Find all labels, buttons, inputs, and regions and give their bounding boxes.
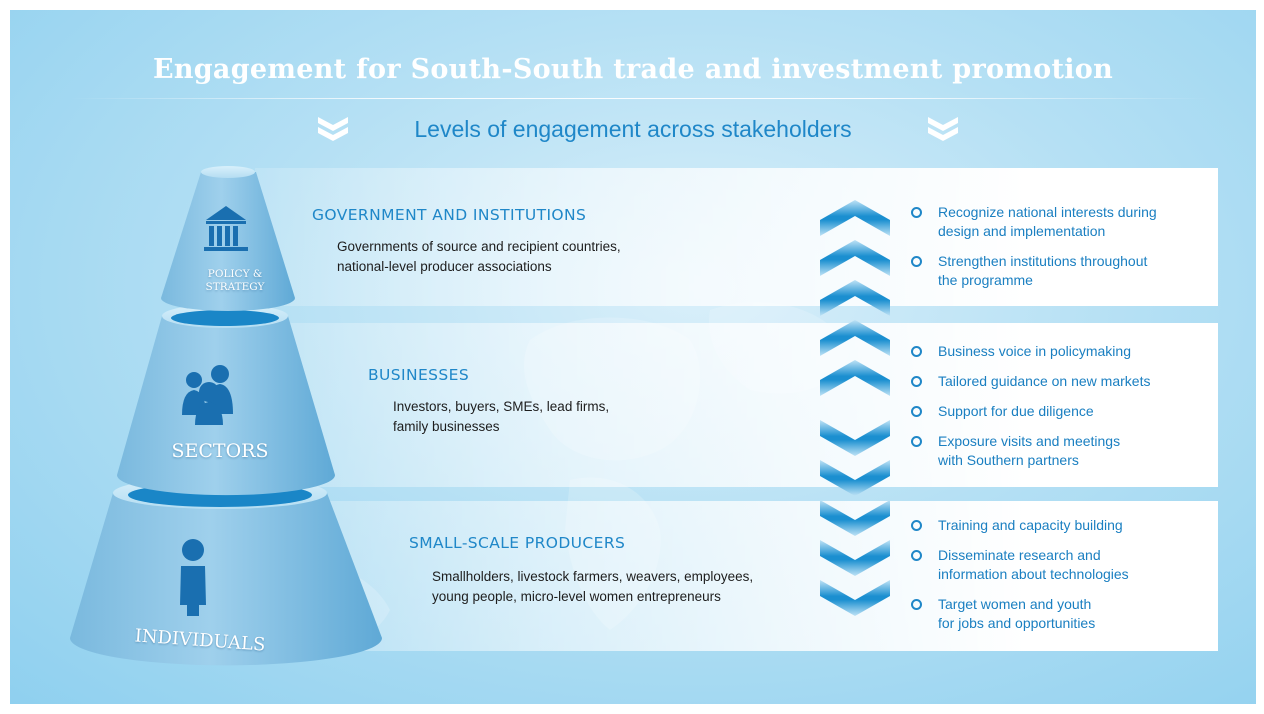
- action-list: Training and capacity building Dissemina…: [910, 516, 1129, 644]
- two-way-arrow-column: [820, 200, 890, 616]
- circle-bullet-icon: [911, 256, 922, 267]
- tier-label-sectors: SECTORS: [171, 440, 269, 462]
- circle-bullet-icon: [911, 599, 922, 610]
- action-list: Business voice in policymaking Tailored …: [910, 342, 1150, 481]
- circle-bullet-icon: [911, 346, 922, 357]
- infographic-canvas: Engagement for South-South trade and inv…: [10, 10, 1256, 704]
- institution-building-icon: [204, 206, 248, 251]
- list-item: Tailored guidance on new markets: [910, 372, 1150, 391]
- list-item: Training and capacity building: [910, 516, 1129, 535]
- circle-bullet-icon: [911, 406, 922, 417]
- stakeholder-pyramid: [70, 166, 382, 666]
- tier-label-policy: POLICY & STRATEGY: [205, 268, 265, 293]
- band-government: [255, 168, 1218, 306]
- circle-bullet-icon: [911, 207, 922, 218]
- person-icon: [180, 539, 206, 616]
- level-description: Investors, buyers, SMEs, lead firms, fam…: [393, 399, 610, 434]
- level-heading: BUSINESSES: [368, 366, 470, 384]
- circle-bullet-icon: [911, 376, 922, 387]
- circle-bullet-icon: [911, 520, 922, 531]
- people-group-icon: [182, 365, 233, 425]
- title-divider: [70, 98, 1210, 99]
- chevron-down-icon: [318, 117, 348, 141]
- band-businesses: [255, 323, 1218, 487]
- subtitle: Levels of engagement across stakeholders: [414, 116, 852, 142]
- level-heading: GOVERNMENT AND INSTITUTIONS: [312, 206, 587, 224]
- page-title: Engagement for South-South trade and inv…: [152, 54, 1114, 85]
- list-item: Support for due diligence: [910, 402, 1150, 421]
- level-heading: SMALL-SCALE PRODUCERS: [409, 534, 626, 552]
- band-producers: [255, 501, 1218, 651]
- circle-bullet-icon: [911, 436, 922, 447]
- level-description: Smallholders, livestock farmers, weavers…: [432, 569, 754, 604]
- circle-bullet-icon: [911, 550, 922, 561]
- chevron-down-icon: [928, 117, 958, 141]
- level-description: Governments of source and recipient coun…: [337, 239, 621, 274]
- list-item: Business voice in policymaking: [910, 342, 1150, 361]
